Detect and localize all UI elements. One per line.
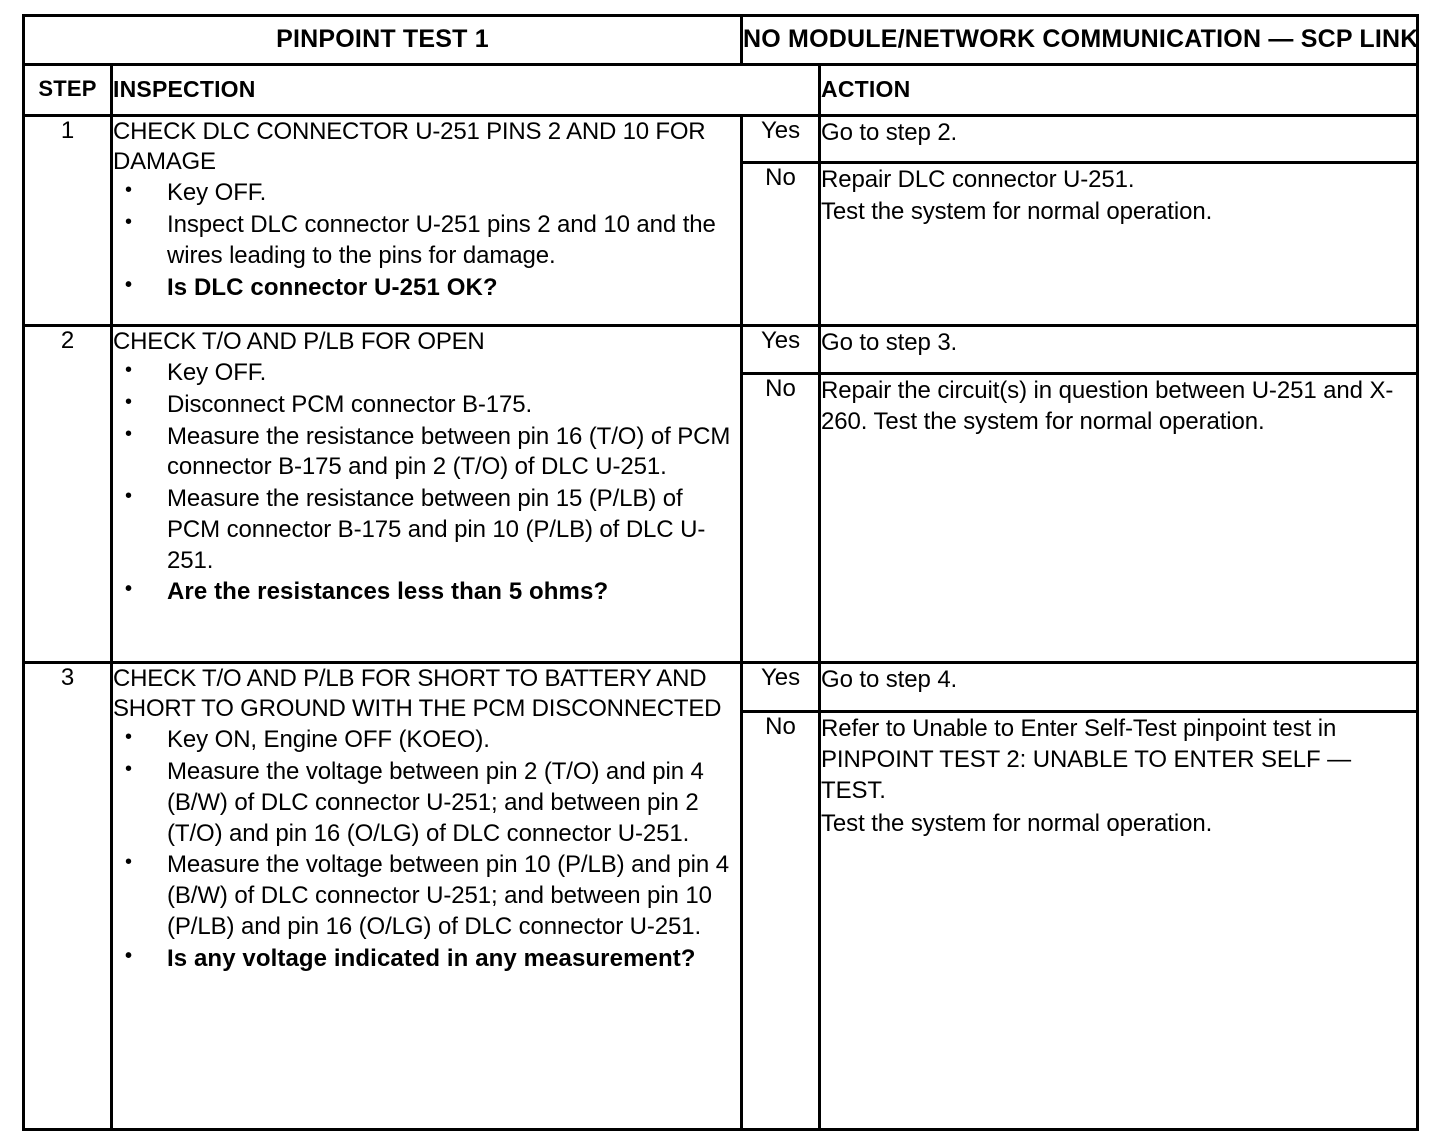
- list-item: Measure the resistance between pin 16 (T…: [113, 420, 740, 483]
- action-line: Test the system for normal operation.: [821, 198, 1213, 226]
- inspection-title: CHECK T/O AND P/LB FOR SHORT TO BATTERY …: [113, 665, 722, 723]
- table-row: No Repair DLC connector U-251. Test the …: [24, 161, 1420, 327]
- list-item: Key OFF.: [113, 176, 740, 209]
- inspection-title: CHECK DLC CONNECTOR U-251 PINS 2 AND 10 …: [113, 118, 706, 176]
- list-item: Measure the voltage between pin 10 (P/LB…: [113, 848, 740, 942]
- action-line: Refer to Unable to Enter Self-Test pinpo…: [821, 715, 1352, 805]
- inspection-cell: CHECK T/O AND P/LB FOR SHORT TO BATTERY …: [109, 661, 744, 1131]
- inspection-question: Is any voltage indicated in any measurem…: [113, 942, 740, 975]
- action-line: Go to step 2.: [821, 119, 958, 146]
- answer-yes-label: Yes: [740, 661, 822, 713]
- step-number: 1: [22, 114, 113, 327]
- pinpoint-test-title: NO MODULE/NETWORK COMMUNICATION — SCP LI…: [740, 14, 1420, 66]
- column-header-action: ACTION: [818, 63, 1420, 117]
- inspection-title: CHECK T/O AND P/LB FOR OPEN: [113, 328, 485, 355]
- step-number: 2: [22, 324, 113, 664]
- list-item: Key OFF.: [113, 356, 740, 389]
- action-cell-yes: Go to step 2.: [818, 114, 1420, 164]
- table-header-row: STEP INSPECTION ACTION: [22, 63, 1420, 117]
- table-row: 1 CHECK DLC CONNECTOR U-251 PINS 2 AND 1…: [22, 114, 1420, 327]
- action-line: Repair the circuit(s) in question betwee…: [821, 377, 1394, 436]
- action-line: Go to step 3.: [821, 329, 958, 356]
- answer-no-label: No: [740, 372, 822, 664]
- action-line: Test the system for normal operation.: [821, 809, 1213, 837]
- step-number: 3: [22, 661, 113, 1131]
- action-line: Repair DLC connector U-251.: [821, 166, 1135, 193]
- pinpoint-test-label: PINPOINT TEST 1: [21, 14, 744, 66]
- inspection-bullet-list: Key OFF. Disconnect PCM connector B-175.…: [113, 356, 740, 608]
- inspection-bullet-list: Key OFF. Inspect DLC connector U-251 pin…: [113, 176, 740, 304]
- list-item: Key ON, Engine OFF (KOEO).: [113, 723, 740, 756]
- list-item: Disconnect PCM connector B-175.: [113, 388, 740, 421]
- answer-yes-label: Yes: [740, 114, 822, 164]
- list-item: Inspect DLC connector U-251 pins 2 and 1…: [113, 208, 740, 271]
- action-cell-no: Refer to Unable to Enter Self-Test pinpo…: [818, 710, 1420, 1131]
- table-row: 3 CHECK T/O AND P/LB FOR SHORT TO BATTER…: [22, 661, 1420, 1131]
- inspection-cell: CHECK DLC CONNECTOR U-251 PINS 2 AND 10 …: [109, 114, 744, 327]
- action-cell-no: Repair the circuit(s) in question betwee…: [818, 372, 1420, 664]
- table-row: No Repair the circuit(s) in question bet…: [24, 372, 1420, 664]
- action-cell-no: Repair DLC connector U-251. Test the sys…: [818, 161, 1420, 327]
- answer-no-label: No: [740, 710, 822, 1131]
- table-title-row: PINPOINT TEST 1 NO MODULE/NETWORK COMMUN…: [21, 14, 1420, 66]
- answer-yes-label: Yes: [740, 324, 822, 375]
- inspection-cell: CHECK T/O AND P/LB FOR OPEN Key OFF. Dis…: [109, 324, 744, 664]
- list-item: Measure the resistance between pin 15 (P…: [113, 482, 740, 576]
- inspection-bullet-list: Key ON, Engine OFF (KOEO). Measure the v…: [113, 723, 740, 975]
- action-cell-yes: Go to step 3.: [818, 324, 1420, 375]
- table-row: No Refer to Unable to Enter Self-Test pi…: [24, 710, 1420, 1131]
- table-row: 2 CHECK T/O AND P/LB FOR OPEN Key OFF. D…: [22, 324, 1420, 664]
- column-header-inspection: INSPECTION: [109, 63, 822, 117]
- action-cell-yes: Go to step 4.: [818, 661, 1420, 713]
- pinpoint-test-table: PINPOINT TEST 1 NO MODULE/NETWORK COMMUN…: [21, 14, 1420, 1131]
- answer-no-label: No: [740, 161, 822, 327]
- inspection-question: Are the resistances less than 5 ohms?: [113, 575, 740, 608]
- inspection-question: Is DLC connector U-251 OK?: [113, 271, 740, 304]
- column-header-step: STEP: [22, 63, 113, 117]
- list-item: Measure the voltage between pin 2 (T/O) …: [113, 755, 740, 849]
- action-line: Go to step 4.: [821, 666, 958, 693]
